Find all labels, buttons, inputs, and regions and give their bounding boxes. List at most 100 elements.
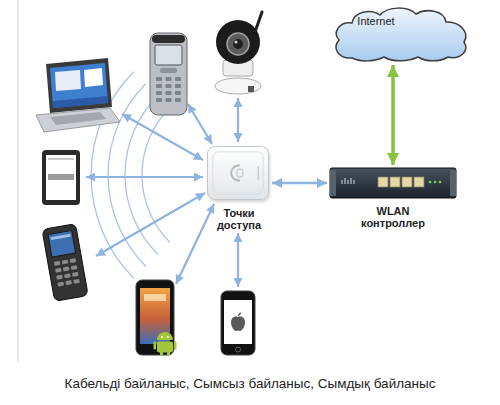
wireless-arrow xyxy=(176,204,214,284)
robot-arm xyxy=(174,342,177,350)
android-body xyxy=(136,280,174,355)
ap-indicator xyxy=(237,169,243,177)
wired-link xyxy=(272,182,327,184)
phone-key xyxy=(166,98,172,102)
camera-base xyxy=(215,78,261,94)
vendor-logo-bar xyxy=(348,180,349,184)
robot-eye xyxy=(167,336,169,338)
camera-head xyxy=(216,20,260,64)
iphone-home-button xyxy=(236,347,241,352)
android-phone-icon xyxy=(136,280,177,356)
tablet-screen xyxy=(46,155,76,200)
scanner-screen xyxy=(48,230,76,257)
cloud-shape xyxy=(330,6,470,62)
apple-logo xyxy=(231,317,245,331)
iphone-body xyxy=(221,291,255,355)
scanner-key xyxy=(54,261,61,266)
robot-arm xyxy=(154,342,157,350)
internet-cloud: Internet xyxy=(330,6,470,62)
vendor-logo-bar xyxy=(345,178,346,184)
tablet-bar xyxy=(48,174,74,180)
ip-camera-icon xyxy=(215,12,262,94)
wireless-arrow xyxy=(237,98,239,142)
vendor-logo-bar xyxy=(351,178,352,184)
access-point-detail xyxy=(208,147,268,199)
phone-key xyxy=(175,98,181,102)
status-led xyxy=(434,181,437,184)
laptop-icon xyxy=(36,58,120,132)
phone-nav xyxy=(160,68,177,73)
scanner-keypad xyxy=(54,258,80,286)
ethernet-port xyxy=(390,177,400,187)
camera-antenna xyxy=(255,12,262,32)
node-label: Internet xyxy=(346,15,406,27)
laptop-window xyxy=(84,68,103,87)
robot-leg xyxy=(167,351,170,356)
camera-lens xyxy=(227,33,249,55)
phone-top xyxy=(152,35,185,43)
laptop-base xyxy=(36,108,120,132)
internet-link xyxy=(391,65,395,165)
scanner-key xyxy=(55,268,62,273)
phone-key xyxy=(156,91,162,95)
robot-leg xyxy=(160,351,163,356)
tablet-icon xyxy=(42,150,80,205)
laptop-window xyxy=(55,70,81,91)
phone-key xyxy=(166,77,172,81)
vendor-logo-bar xyxy=(354,180,355,184)
wireless-arrow xyxy=(237,233,239,287)
phone-key xyxy=(166,91,172,95)
frame-line xyxy=(18,0,19,362)
phone-key xyxy=(156,98,162,102)
scanner-key xyxy=(57,282,64,287)
phone-key xyxy=(175,84,181,88)
wireless-arrow xyxy=(86,176,203,178)
rack-ear xyxy=(330,170,336,196)
controller-chassis xyxy=(330,168,456,198)
laptop-frame xyxy=(46,58,112,113)
ethernet-port xyxy=(378,177,388,187)
ip-phone-icon xyxy=(150,33,187,115)
scanner-key xyxy=(62,260,69,265)
phone-key xyxy=(156,77,162,81)
laptop-taskbar xyxy=(53,96,108,108)
scanner-key xyxy=(64,273,71,278)
scanner-key xyxy=(73,279,80,284)
phone-key xyxy=(166,84,172,88)
tablet-bar xyxy=(48,158,74,160)
robot-body xyxy=(157,342,173,353)
phone-screen xyxy=(155,45,182,65)
vendor-logo-bar xyxy=(342,180,343,184)
scanner-body xyxy=(42,224,88,302)
robot-eye xyxy=(161,336,163,338)
status-led xyxy=(429,181,432,184)
node-label: WLAN контроллер xyxy=(350,205,436,229)
ethernet-port xyxy=(414,177,424,187)
wireless-arrow xyxy=(122,114,203,160)
scanner-icon xyxy=(42,224,88,302)
status-led xyxy=(439,181,442,184)
ap-slot xyxy=(258,166,259,179)
phone-key xyxy=(156,84,162,88)
phone-keypad xyxy=(156,77,181,102)
rack-ear xyxy=(450,170,456,196)
controller-body xyxy=(330,168,456,198)
ap-inner-rim xyxy=(213,152,263,194)
wireless-arrow xyxy=(188,104,212,144)
camera-glint xyxy=(234,40,237,43)
access-point: Точки доступа xyxy=(207,146,269,200)
android-clock xyxy=(144,294,166,301)
android-robot xyxy=(154,332,177,356)
robot-head xyxy=(157,332,173,340)
wireless-arrow xyxy=(96,193,205,256)
scanner-screen-bar xyxy=(50,234,70,240)
iphone-icon xyxy=(221,291,255,355)
wlan-controller: WLAN контроллер xyxy=(330,168,456,198)
cloud-outline xyxy=(336,8,466,61)
iphone-screen xyxy=(224,300,252,344)
caption: Кабельді байланыс, Сымсыз байланыс, Сымд… xyxy=(0,376,500,391)
scanner-key xyxy=(71,265,78,270)
